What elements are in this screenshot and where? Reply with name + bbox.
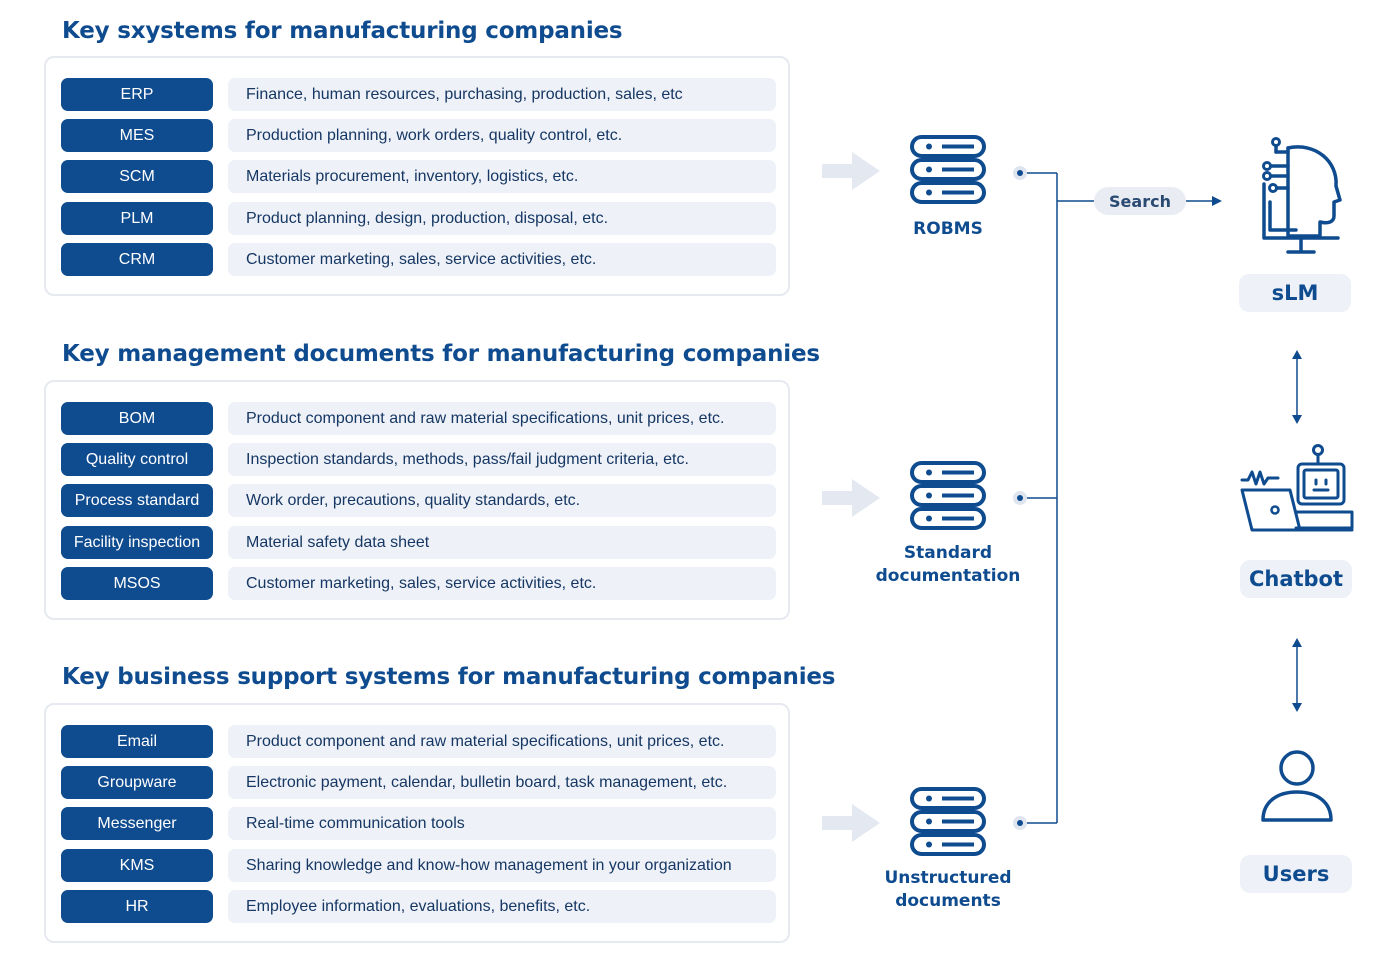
chatbot-icon [1240,444,1354,532]
database-label-line: documents [895,891,1001,911]
tag-quality-control: Quality control [61,443,213,476]
tag-process-standard: Process standard [61,484,213,517]
row-description: Product component and raw material speci… [228,402,776,435]
list-item: CRM Customer marketing, sales, service a… [61,243,777,276]
database-label-line: Unstructured [884,868,1012,888]
search-label: Search [1094,187,1186,215]
tag-groupware: Groupware [61,766,213,799]
list-item: PLM Product planning, design, production… [61,202,777,235]
row-description: Product component and raw material speci… [228,725,776,758]
flow-arrow-icon [822,479,880,517]
business-support-panel: Email Product component and raw material… [44,703,790,943]
database-label-line: documentation [875,566,1021,586]
row-description: Work order, precautions, quality standar… [228,484,776,517]
node-label-slm: sLM [1239,274,1351,312]
row-description: Customer marketing, sales, service activ… [228,567,776,600]
tag-msos: MSOS [61,567,213,600]
row-description: Real-time communication tools [228,807,776,840]
row-description: Production planning, work orders, qualit… [228,119,776,152]
flow-arrow-icon [822,152,880,190]
database-server-icon [910,787,986,856]
row-description: Finance, human resources, purchasing, pr… [228,78,776,111]
ai-head-icon [1262,137,1342,254]
tag-bom: BOM [61,402,213,435]
row-description: Customer marketing, sales, service activ… [228,243,776,276]
row-description: Materials procurement, inventory, logist… [228,160,776,193]
tag-mes: MES [61,119,213,152]
bidirectional-arrow-icon [1292,350,1302,424]
list-item: Quality control Inspection standards, me… [61,443,777,476]
list-item: Facility inspection Material safety data… [61,526,777,559]
flow-arrow-icon [822,804,880,842]
section-title-business-support: Key business support systems for manufac… [62,664,836,690]
list-item: HR Employee information, evaluations, be… [61,890,777,923]
management-documents-panel: BOM Product component and raw material s… [44,380,790,620]
tag-erp: ERP [61,78,213,111]
row-description: Sharing knowledge and know-how managemen… [228,849,776,882]
tag-kms: KMS [61,849,213,882]
row-description: Electronic payment, calendar, bulletin b… [228,766,776,799]
database-label-unstructured-documents: Unstructured documents [848,867,1048,913]
row-description: Inspection standards, methods, pass/fail… [228,443,776,476]
user-icon [1261,750,1333,822]
bidirectional-arrow-icon [1292,638,1302,712]
database-label-line: Standard [903,543,993,563]
database-label-standard-documentation: Standard documentation [848,542,1048,588]
node-label-users: Users [1240,855,1352,893]
row-description: Product planning, design, production, di… [228,202,776,235]
list-item: Email Product component and raw material… [61,725,777,758]
tag-hr: HR [61,890,213,923]
list-item: ERP Finance, human resources, purchasing… [61,78,777,111]
key-systems-panel: ERP Finance, human resources, purchasing… [44,56,790,296]
section-title-key-systems: Key sxystems for manufacturing companies [62,18,623,44]
database-server-icon [910,135,986,204]
list-item: KMS Sharing knowledge and know-how manag… [61,849,777,882]
node-label-chatbot: Chatbot [1240,560,1352,598]
row-description: Material safety data sheet [228,526,776,559]
list-item: Groupware Electronic payment, calendar, … [61,766,777,799]
list-item: MSOS Customer marketing, sales, service … [61,567,777,600]
list-item: Messenger Real-time communication tools [61,807,777,840]
section-title-management-documents: Key management documents for manufacturi… [62,341,820,367]
tag-scm: SCM [61,160,213,193]
tag-email: Email [61,725,213,758]
list-item: SCM Materials procurement, inventory, lo… [61,160,777,193]
list-item: MES Production planning, work orders, qu… [61,119,777,152]
tag-messenger: Messenger [61,807,213,840]
row-description: Employee information, evaluations, benef… [228,890,776,923]
tag-facility-inspection: Facility inspection [61,526,213,559]
database-label-robms: ROBMS [848,218,1048,241]
tag-plm: PLM [61,202,213,235]
database-label-line: ROBMS [913,219,983,239]
tag-crm: CRM [61,243,213,276]
list-item: BOM Product component and raw material s… [61,402,777,435]
list-item: Process standard Work order, precautions… [61,484,777,517]
database-server-icon [910,461,986,530]
